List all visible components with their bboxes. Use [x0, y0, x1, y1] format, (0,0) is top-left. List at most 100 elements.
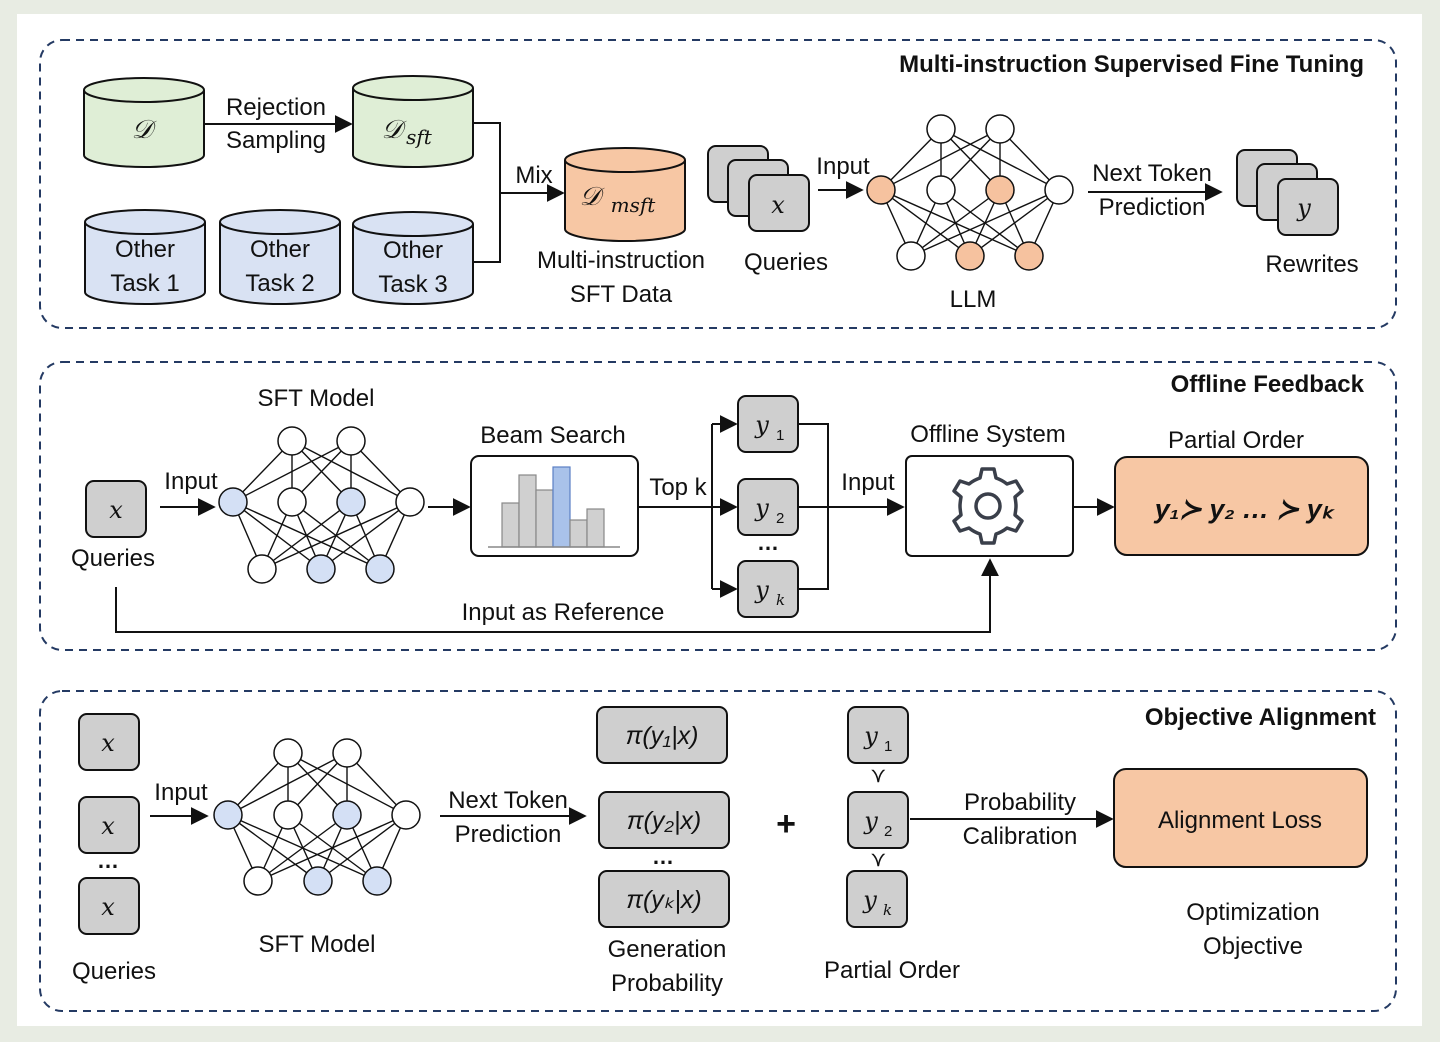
dataset-dmsft-cylinder: 𝒟 msft [564, 147, 686, 242]
prob-1-text: π(y₁|x) [626, 722, 699, 750]
query-stack: x [707, 145, 810, 232]
llm-network [866, 114, 1074, 271]
other-task-3-cylinder: Other Task 3 [352, 211, 474, 305]
other-task-2-cylinder: Other Task 2 [219, 209, 341, 305]
prob-box-1 [596, 706, 728, 764]
section-alignment-title: Objective Alignment [1145, 704, 1376, 731]
dataset-dsft-sub: sft [406, 125, 433, 149]
gen-prob-line1: Generation [608, 936, 727, 963]
candidate-yk-sub: k [776, 591, 785, 609]
succ-symbol-2: ≻ [867, 852, 889, 869]
prob-2-text: π(y₂|x) [627, 807, 701, 835]
msft-caption-line1: Multi-instruction [537, 247, 705, 274]
candidate-yk-base: y [754, 576, 769, 604]
input-label-3: Input [154, 779, 208, 806]
queries-label: Queries [744, 249, 828, 276]
next-token-line1: Next Token [1092, 160, 1212, 187]
next-token-line2: Prediction [1099, 194, 1206, 221]
query-symbol-b: x [101, 812, 115, 840]
input-as-reference-label: Input as Reference [462, 599, 665, 626]
other-task-2-line2: Task 2 [245, 270, 314, 297]
partial-order-label-3: Partial Order [824, 957, 960, 984]
mix-label: Mix [515, 162, 552, 189]
alignment-loss-box [1113, 768, 1368, 868]
beam-search-box [470, 455, 639, 557]
dataset-d-cylinder: 𝒟 [83, 77, 205, 168]
other-task-1-line1: Other [115, 236, 175, 263]
order-yk-sub: k [883, 901, 892, 919]
query-box-a [78, 713, 140, 771]
sft-model-label-3: SFT Model [259, 931, 376, 958]
order-item-y1: y 1 [847, 706, 909, 764]
queries-label-2: Queries [71, 545, 155, 572]
prob-calib-line2: Calibration [963, 823, 1078, 850]
gen-prob-line2: Probability [611, 970, 723, 997]
rejection-sampling-line1: Rejection [226, 94, 326, 121]
other-task-3-line1: Other [383, 237, 443, 264]
query-symbol-2: x [109, 496, 123, 524]
prob-calib-line1: Probability [964, 789, 1076, 816]
next-token-3-line1: Next Token [448, 787, 568, 814]
section-msft: Multi-instruction Supervised Fine Tuning… [39, 39, 1397, 329]
order-item-yk: y k [846, 870, 908, 928]
order-y2-base: y [863, 807, 878, 835]
query-box-c [78, 877, 140, 935]
order-y2-sub: 2 [884, 823, 892, 840]
prob-box-k [598, 870, 730, 928]
section-alignment-border [39, 690, 1397, 1012]
sft-network-2 [218, 426, 425, 584]
prob-box-2 [598, 791, 730, 849]
dataset-dmsft-sub: msft [611, 193, 657, 217]
partial-order-expression: y₁≻ y₂ … ≻ yₖ [1153, 494, 1336, 524]
beam-bar-2 [518, 474, 537, 548]
prob-k-text: π(yₖ|x) [626, 886, 702, 914]
next-token-3-line2: Prediction [455, 821, 562, 848]
section-offline-title: Offline Feedback [1171, 371, 1365, 398]
reference-path [115, 558, 999, 633]
query-box [85, 480, 147, 538]
section-msft-title: Multi-instruction Supervised Fine Tuning [899, 51, 1364, 78]
query-symbol: x [771, 191, 785, 219]
input-label: Input [816, 153, 870, 180]
candidate-y2-sub: 2 [776, 510, 784, 527]
llm-label: LLM [950, 286, 997, 313]
rewrites-label: Rewrites [1265, 251, 1358, 278]
partial-order-box [1114, 456, 1369, 556]
order-item-y2: y 2 [847, 791, 909, 849]
order-yk-base: y [862, 886, 877, 914]
offline-system-label: Offline System [910, 421, 1066, 448]
candidate-y1: y 1 [737, 395, 799, 453]
query-symbol-c: x [101, 893, 115, 921]
section-objective-alignment: Objective Alignment x x … x Queries Inpu… [39, 690, 1397, 1012]
input-label-offline: Input [841, 469, 895, 496]
candidate-y1-base: y [754, 411, 769, 439]
msft-caption-line2: SFT Data [570, 281, 673, 308]
order-y1-base: y [863, 722, 878, 750]
beam-bar-6 [586, 508, 605, 548]
succ-symbol-1: ≻ [867, 768, 889, 785]
rewrite-symbol: y [1296, 194, 1311, 222]
sft-model-label-2: SFT Model [258, 385, 375, 412]
candidate-y1-sub: 1 [776, 427, 784, 444]
query-symbol-a: x [101, 729, 115, 757]
top-k-label: Top k [649, 474, 707, 501]
beam-search-label: Beam Search [480, 422, 625, 449]
other-task-3-line2: Task 3 [378, 271, 447, 298]
prob-ellipsis: … [652, 844, 674, 869]
offline-system-box [905, 455, 1074, 557]
optimization-objective-line1: Optimization [1186, 899, 1319, 926]
dataset-dsft-cylinder: 𝒟 sft [352, 75, 474, 168]
query-box-b [78, 796, 140, 854]
other-task-1-line2: Task 1 [110, 270, 179, 297]
other-task-1-cylinder: Other Task 1 [84, 209, 206, 305]
order-y1-sub: 1 [884, 738, 892, 755]
alignment-loss-label: Alignment Loss [1158, 807, 1322, 834]
candidate-ellipsis: … [757, 530, 779, 555]
sft-network-3 [213, 738, 421, 896]
input-label-2: Input [164, 468, 218, 495]
rewrite-stack: y [1236, 149, 1339, 236]
plus-sign: + [776, 805, 796, 843]
candidate-yk: y k [737, 560, 799, 618]
section-offline-feedback: Offline Feedback x Queries Input SFT Mod… [39, 361, 1397, 651]
